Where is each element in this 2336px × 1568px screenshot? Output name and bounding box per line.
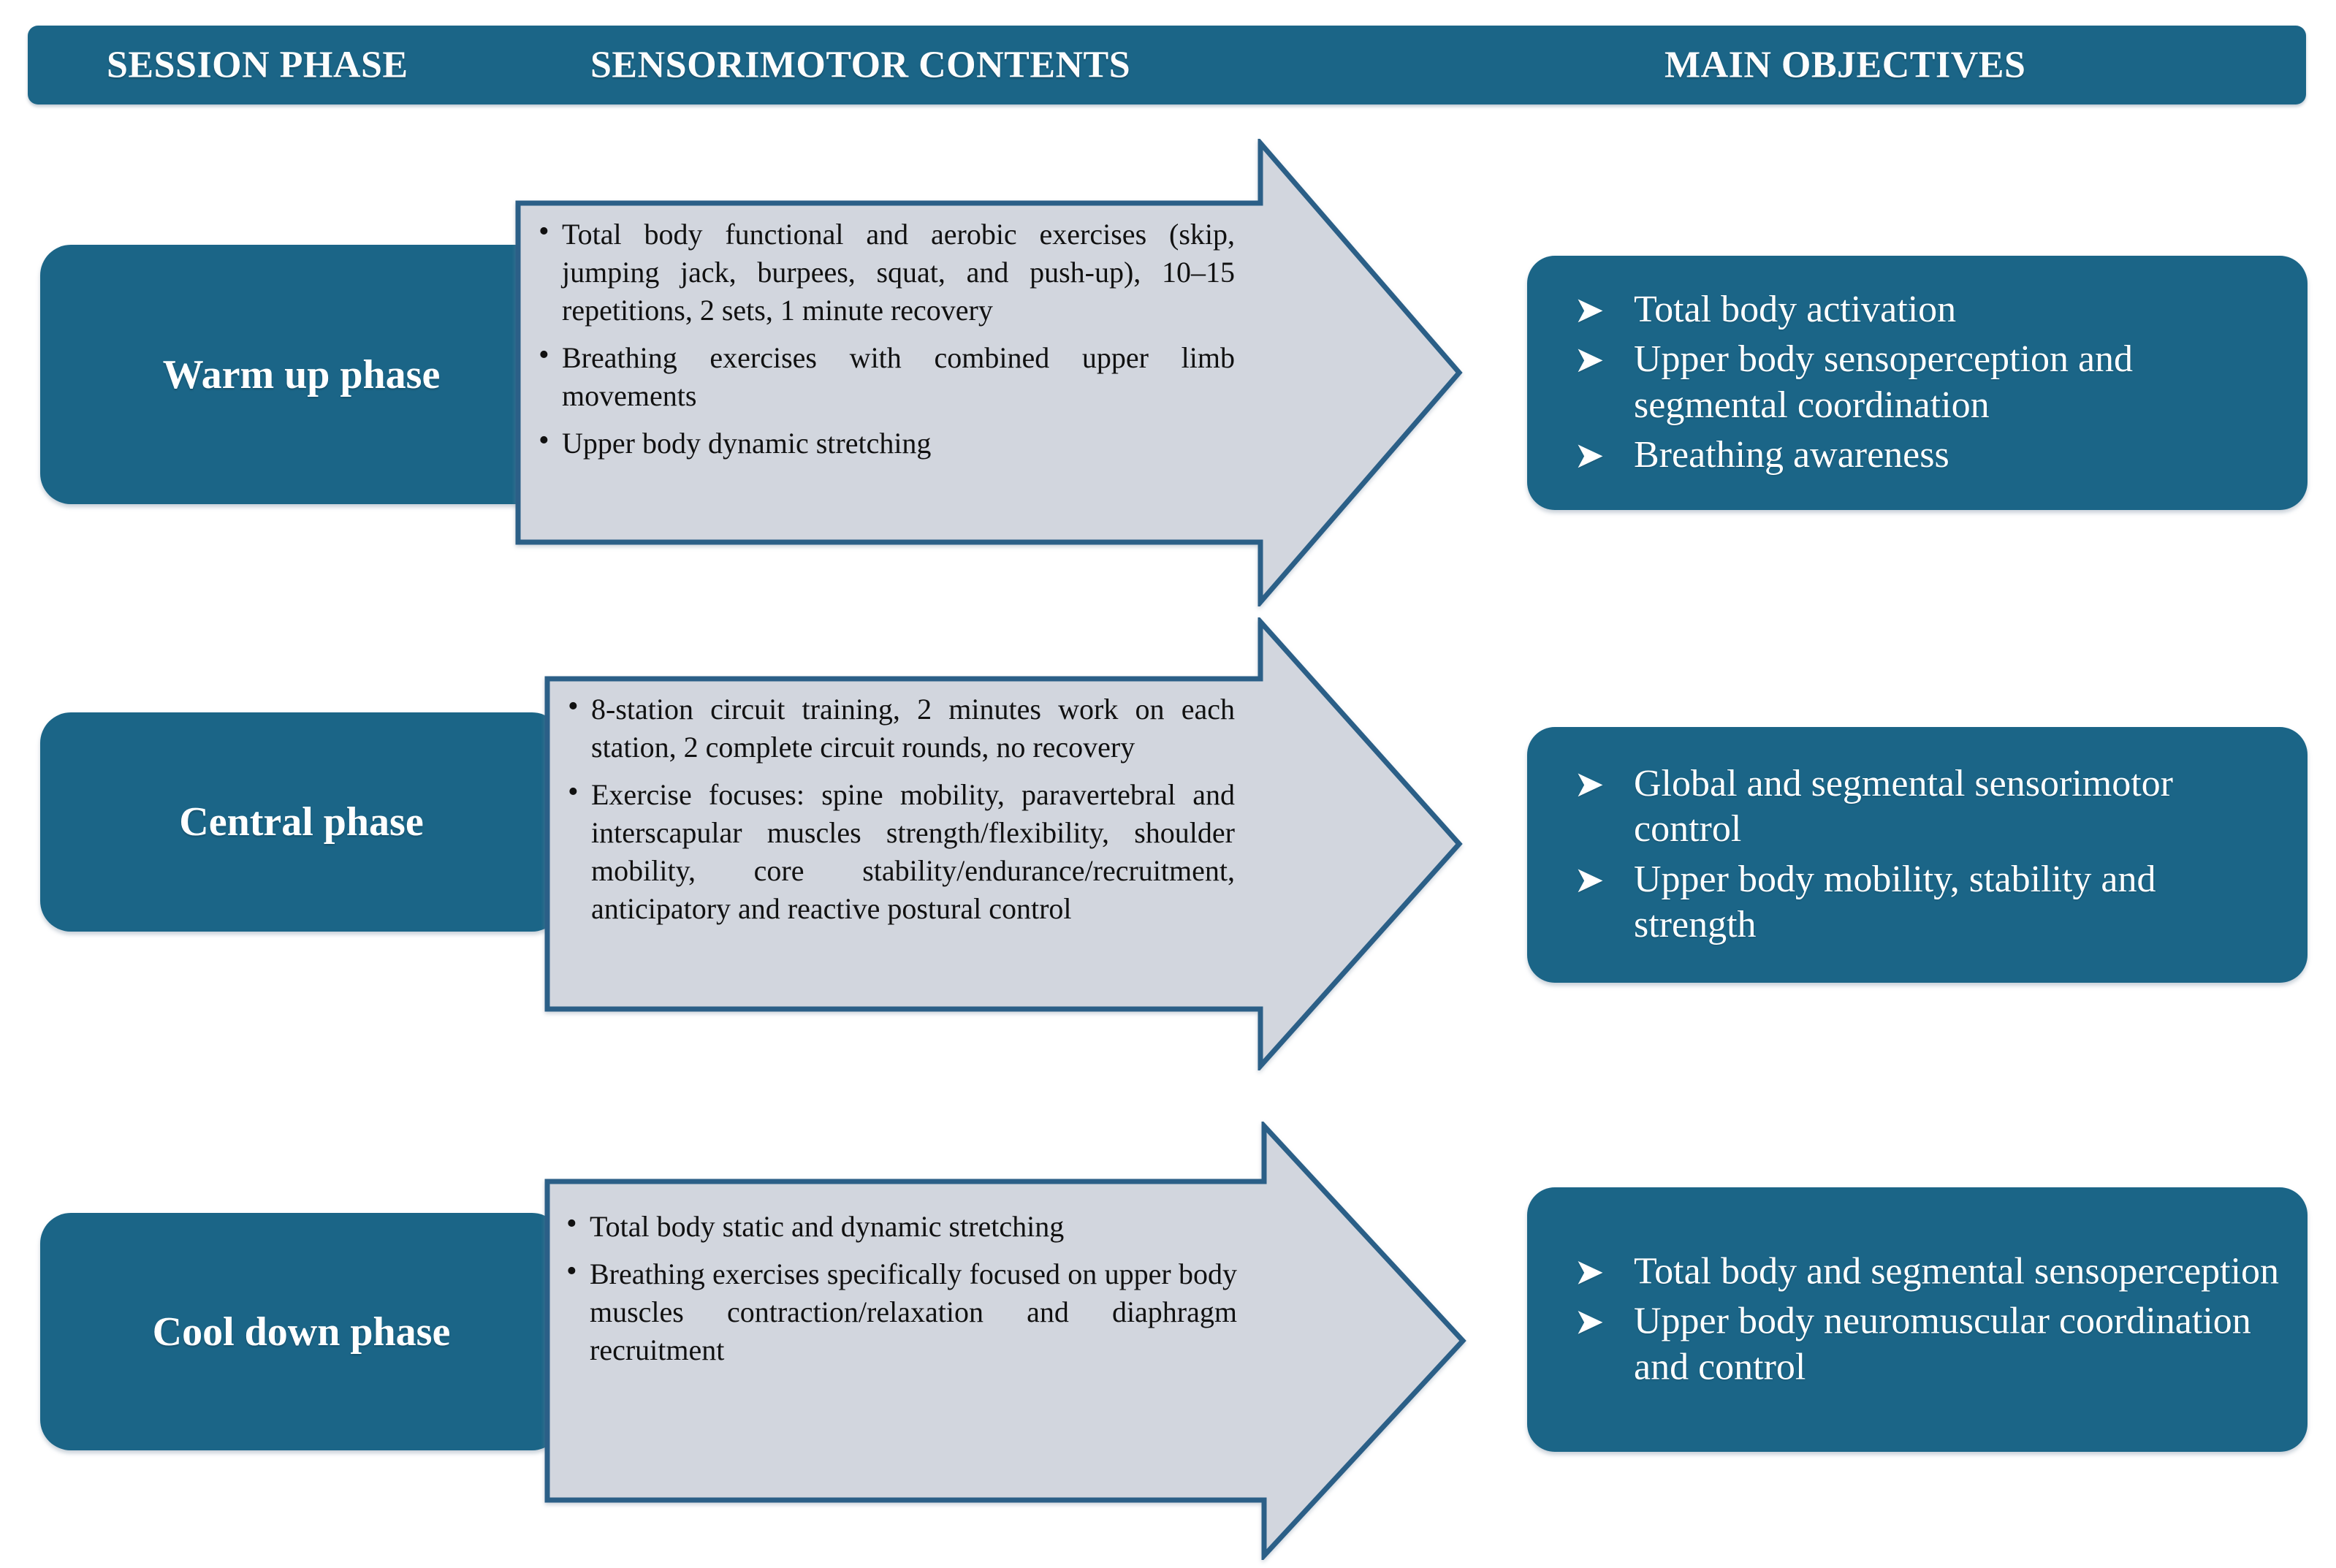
list-item: ➤ Breathing awareness: [1571, 433, 2287, 478]
contents-list: Total body static and dynamic stretching…: [565, 1206, 1237, 1369]
contents-list: Total body functional and aerobic exerci…: [537, 213, 1235, 463]
list-item: 8-station circuit training, 2 minutes wo…: [566, 688, 1235, 766]
list-item: ➤ Total body activation: [1571, 287, 2287, 332]
column-header-session-phase: SESSION PHASE: [107, 44, 408, 86]
contents-text-cool-down: Total body static and dynamic stretching…: [565, 1206, 1237, 1369]
objectives-list: ➤ Global and segmental sensorimotor cont…: [1571, 761, 2287, 948]
objective-label: Breathing awareness: [1634, 434, 1949, 476]
phase-label: Cool down phase: [152, 1309, 451, 1355]
objective-label: Upper body sensoperception and segmental…: [1634, 338, 2134, 426]
phase-label: Warm up phase: [162, 351, 441, 397]
arrow-shape-warm-up: Total body functional and aerobic exerci…: [515, 139, 1465, 606]
objective-label: Global and segmental sensorimotor contro…: [1634, 763, 2173, 850]
list-item: Upper body dynamic stretching: [537, 422, 1235, 463]
contents-list: 8-station circuit training, 2 minutes wo…: [566, 688, 1235, 928]
phase-box-warm-up: Warm up phase: [40, 245, 563, 504]
header-bar: SESSION PHASE SENSORIMOTOR CONTENTS MAIN…: [28, 26, 2306, 104]
arrow-shape-central: 8-station circuit training, 2 minutes wo…: [544, 617, 1465, 1070]
objectives-box-central: ➤ Global and segmental sensorimotor cont…: [1527, 727, 2308, 983]
objectives-list: ➤ Total body activation ➤ Upper body sen…: [1571, 287, 2287, 479]
list-item: ➤ Upper body neuromuscular coordination …: [1571, 1299, 2287, 1390]
list-item: Total body static and dynamic stretching: [565, 1206, 1237, 1246]
objectives-list: ➤ Total body and segmental sensopercepti…: [1571, 1249, 2287, 1390]
list-item: ➤ Total body and segmental sensopercepti…: [1571, 1249, 2287, 1294]
list-item: ➤ Upper body sensoperception and segment…: [1571, 338, 2287, 429]
column-header-main-objectives: MAIN OBJECTIVES: [1665, 44, 2026, 86]
arrow-bullet-icon: ➤: [1574, 339, 1605, 381]
arrow-bullet-icon: ➤: [1574, 1301, 1605, 1342]
list-item: Exercise focuses: spine mobility, parave…: [566, 774, 1235, 928]
list-item: Total body functional and aerobic exerci…: [537, 213, 1235, 330]
phase-box-central: Central phase: [40, 712, 563, 932]
list-item: Breathing exercises with combined upper …: [537, 337, 1235, 415]
arrow-bullet-icon: ➤: [1574, 435, 1605, 476]
objective-label: Upper body mobility, stability and stren…: [1634, 859, 2156, 946]
phase-box-cool-down: Cool down phase: [40, 1213, 563, 1450]
phase-label: Central phase: [179, 799, 424, 845]
list-item: Breathing exercises specifically focused…: [565, 1253, 1237, 1369]
arrow-shape-cool-down: Total body static and dynamic stretching…: [544, 1122, 1469, 1560]
arrow-bullet-icon: ➤: [1574, 764, 1605, 805]
column-header-sensorimotor-contents: SENSORIMOTOR CONTENTS: [590, 44, 1131, 86]
contents-text-central: 8-station circuit training, 2 minutes wo…: [566, 688, 1235, 928]
objective-label: Total body and segmental sensoperception: [1634, 1250, 2280, 1293]
list-item: ➤ Global and segmental sensorimotor cont…: [1571, 761, 2287, 853]
arrow-bullet-icon: ➤: [1574, 859, 1605, 900]
list-item: ➤ Upper body mobility, stability and str…: [1571, 857, 2287, 948]
objective-label: Upper body neuromuscular coordination an…: [1634, 1300, 2251, 1388]
objective-label: Total body activation: [1634, 289, 1957, 331]
arrow-bullet-icon: ➤: [1574, 1251, 1605, 1293]
arrow-bullet-icon: ➤: [1574, 289, 1605, 331]
objectives-box-cool-down: ➤ Total body and segmental sensopercepti…: [1527, 1187, 2308, 1452]
objectives-box-warm-up: ➤ Total body activation ➤ Upper body sen…: [1527, 256, 2308, 510]
contents-text-warm-up: Total body functional and aerobic exerci…: [537, 213, 1235, 463]
